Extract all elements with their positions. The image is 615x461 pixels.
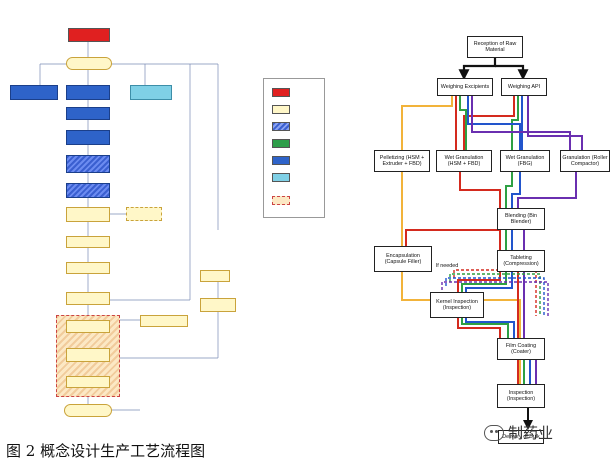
left-node-compression <box>66 292 110 305</box>
left-node-sampling <box>66 207 110 222</box>
left-node-lubrication <box>66 236 110 248</box>
left-flowchart <box>0 0 250 425</box>
node-delivery-of-bulk: Delivery of Bulk <box>498 430 544 444</box>
node-weighing-excipients: Weighing Excipients <box>437 78 493 96</box>
legend-swatch-cyan <box>272 173 290 182</box>
left-node-milling <box>66 183 110 198</box>
legend-swatch-dashed <box>272 196 290 205</box>
left-node-reception <box>66 57 112 70</box>
right-flowchart: Reception of Raw Material Weighing Excip… <box>360 0 615 461</box>
node-kernel-inspection: Kernel Inspection (Inspection) <box>430 292 484 318</box>
left-node-side-a <box>200 270 230 282</box>
left-node-side-b <box>200 298 236 312</box>
legend-swatch-green <box>272 139 290 148</box>
left-node-electronic-monitoring <box>140 315 188 327</box>
node-weighing-api: Weighing API <box>501 78 547 96</box>
node-wet-granulation-hsm: Wet Granulation (HSM + FBD) <box>436 150 492 172</box>
legend-box <box>263 78 325 218</box>
right-flow-connectors <box>401 58 583 430</box>
left-node-storage <box>66 262 110 274</box>
node-inspection: Inspection (Inspection) <box>497 384 545 408</box>
node-reception-raw-material: Reception of Raw Material <box>467 36 523 58</box>
left-node-packaging <box>66 348 110 362</box>
node-blending: Blending (Bin Blender) <box>497 208 545 230</box>
left-node-drying <box>66 155 110 173</box>
legend-swatch-hatch-blue <box>272 122 290 131</box>
left-node-dispensing-a <box>10 85 58 100</box>
left-node-final-packaging <box>66 376 110 388</box>
watermark: 制药业 <box>484 422 553 443</box>
left-node-weighing <box>66 85 110 100</box>
left-node-start <box>68 28 110 42</box>
figure-caption: 图 2 概念设计生产工艺流程图 <box>6 442 206 460</box>
left-flow-connectors <box>39 42 219 411</box>
left-node-coating <box>66 320 110 333</box>
legend-swatch-blue <box>272 156 290 165</box>
node-tableting: Tableting (Compression) <box>497 250 545 272</box>
wechat-icon <box>484 424 504 441</box>
left-node-end-label <box>140 404 174 416</box>
left-node-granulation <box>66 130 110 145</box>
node-film-coating: Film Coating (Coater) <box>497 338 545 360</box>
node-wet-granulation-fbg: Wet Granulation (FBG) <box>500 150 550 172</box>
legend-swatch-cream <box>272 105 290 114</box>
node-encapsulation: Encapsulation (Capsule Filler) <box>374 246 432 272</box>
watermark-text: 制药业 <box>508 424 554 442</box>
node-granulation-roller: Granulation (Roller Compactor) <box>560 150 610 172</box>
node-pelletizing: Pelletizing (HSM + Extruder + FBD) <box>374 150 430 172</box>
left-node-delivery <box>64 404 112 417</box>
label-if-needed: If needed <box>435 262 459 269</box>
left-node-cleaning <box>130 85 172 100</box>
left-node-blending <box>66 107 110 120</box>
left-node-air-drying <box>126 207 162 221</box>
legend-swatch-red <box>272 88 290 97</box>
